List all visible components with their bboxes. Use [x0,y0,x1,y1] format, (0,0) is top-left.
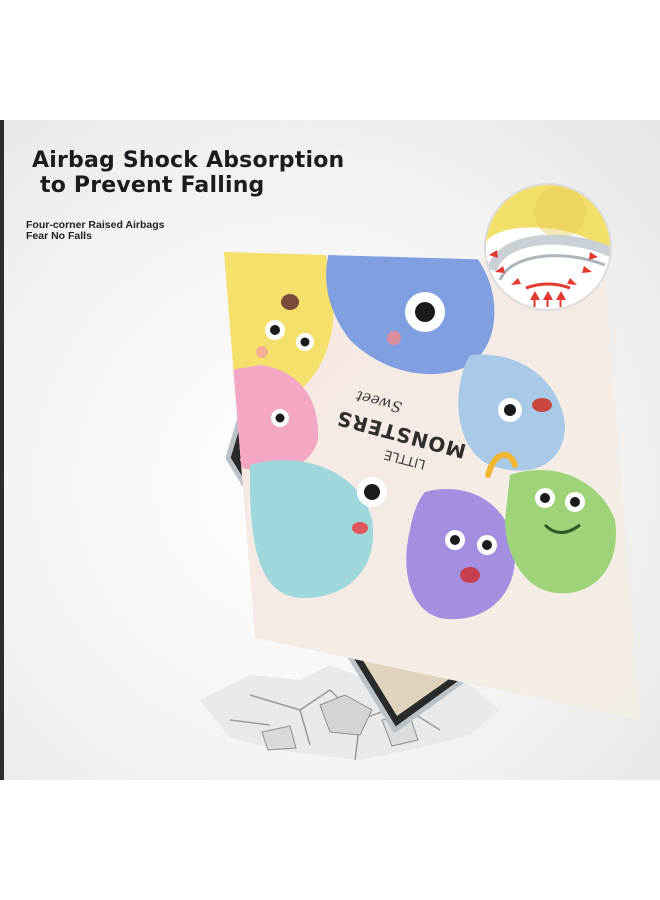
subheadline-line2: Fear No Falls [26,230,92,242]
subheadline: Four-corner Raised Airbags Fear No Falls [26,220,164,242]
red-arrows-icon [489,250,598,307]
headline: Airbag Shock Absorption to Prevent Falli… [32,148,344,198]
product-illustration: LITTLE MONSTERS Sweet [200,183,640,761]
headline-line2: to Prevent Falling [40,173,265,198]
product-panel: LITTLE MONSTERS Sweet [0,120,660,780]
monster-cover: LITTLE MONSTERS Sweet [224,252,640,720]
subheadline-line1: Four-corner Raised Airbags [26,219,165,231]
headline-line1: Airbag Shock Absorption [32,148,345,173]
left-edge-bar [0,120,4,780]
airbag-detail-inset [484,183,612,311]
